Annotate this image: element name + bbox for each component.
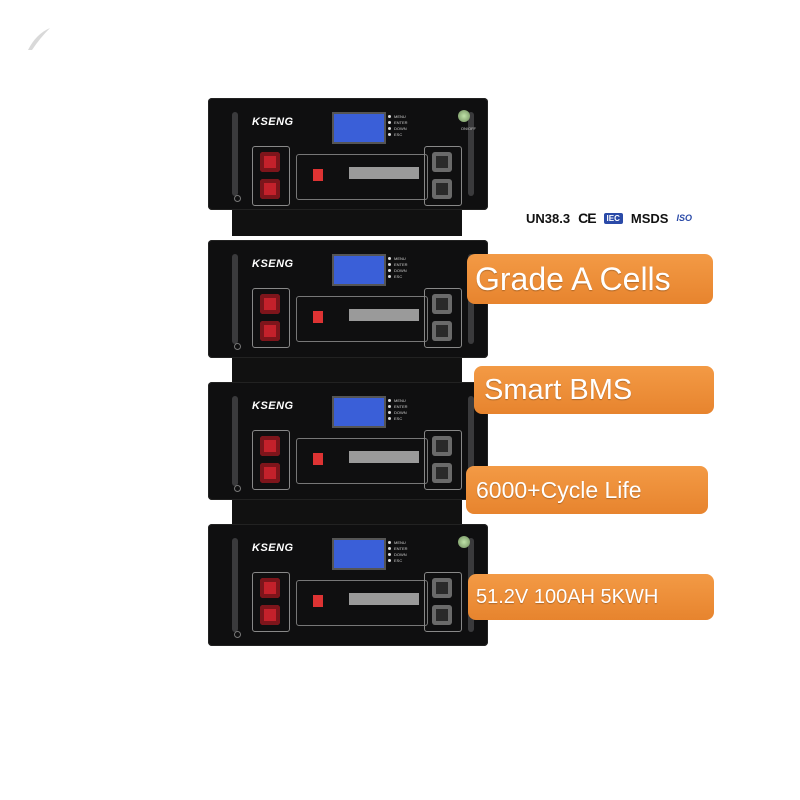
- lcd-screen: [332, 112, 386, 144]
- brand-logo: KSENG: [252, 542, 294, 554]
- decorative-mark-icon: [28, 28, 50, 50]
- brand-logo: KSENG: [252, 400, 294, 412]
- control-panel: [296, 580, 428, 626]
- terminal-icon: [260, 152, 280, 172]
- brand-logo: KSENG: [252, 258, 294, 270]
- lcd-screen: [332, 254, 386, 286]
- rack-connector: [232, 206, 462, 236]
- negative-terminals: [424, 288, 462, 348]
- comm-ports-icon: [349, 309, 419, 321]
- feature-tag-smart-bms: Smart BMS: [474, 366, 714, 414]
- dip-switch-icon: [313, 311, 323, 323]
- certification-logos: UN38.3 CE IEC MSDS ISO: [526, 208, 692, 228]
- terminal-icon: [432, 321, 452, 341]
- terminal-icon: [260, 605, 280, 625]
- un383-mark: UN38.3: [526, 210, 571, 226]
- handle-right: [468, 112, 474, 196]
- dip-switch-icon: [313, 595, 323, 607]
- iec-mark-icon: IEC: [603, 212, 623, 224]
- control-panel: [296, 296, 428, 342]
- lcd-screen: [332, 538, 386, 570]
- power-switch-icon: [458, 536, 470, 548]
- terminal-icon: [260, 436, 280, 456]
- dip-switch-icon: [313, 453, 323, 465]
- handle-left: [232, 396, 238, 486]
- terminal-icon: [432, 578, 452, 598]
- control-panel: [296, 438, 428, 484]
- iso-mark-icon: ISO: [676, 213, 692, 223]
- brand-logo: KSENG: [252, 116, 294, 128]
- handle-left: [232, 538, 238, 632]
- terminal-icon: [432, 294, 452, 314]
- terminal-icon: [260, 179, 280, 199]
- power-switch-label: ON/OFF: [460, 126, 476, 131]
- msds-mark: MSDS: [630, 210, 669, 226]
- positive-terminals: [252, 288, 290, 348]
- screw-icon: [234, 631, 241, 638]
- handle-left: [232, 112, 238, 196]
- terminal-icon: [432, 463, 452, 483]
- lcd-screen: [332, 396, 386, 428]
- feature-tag-grade-a-cells: Grade A Cells: [467, 254, 713, 304]
- rack-connector: [232, 354, 462, 384]
- terminal-icon: [260, 321, 280, 341]
- screw-icon: [234, 343, 241, 350]
- rack-connector: [232, 496, 462, 526]
- terminal-icon: [432, 436, 452, 456]
- comm-ports-icon: [349, 167, 419, 179]
- negative-terminals: [424, 430, 462, 490]
- positive-terminals: [252, 430, 290, 490]
- screw-icon: [234, 195, 241, 202]
- negative-terminals: [424, 572, 462, 632]
- positive-terminals: [252, 146, 290, 206]
- terminal-icon: [432, 179, 452, 199]
- positive-terminals: [252, 572, 290, 632]
- feature-tag-capacity: 51.2V 100AH 5KWH: [468, 574, 714, 620]
- power-switch-icon: [458, 110, 470, 122]
- handle-left: [232, 254, 238, 344]
- terminal-icon: [260, 294, 280, 314]
- ce-mark-icon: CE: [578, 210, 596, 226]
- handle-right: [468, 396, 474, 486]
- terminal-icon: [432, 605, 452, 625]
- terminal-icon: [260, 463, 280, 483]
- screw-icon: [234, 485, 241, 492]
- feature-tag-cycle-life: 6000+Cycle Life: [466, 466, 708, 514]
- terminal-icon: [260, 578, 280, 598]
- comm-ports-icon: [349, 593, 419, 605]
- comm-ports-icon: [349, 451, 419, 463]
- negative-terminals: [424, 146, 462, 206]
- terminal-icon: [432, 152, 452, 172]
- dip-switch-icon: [313, 169, 323, 181]
- control-panel: [296, 154, 428, 200]
